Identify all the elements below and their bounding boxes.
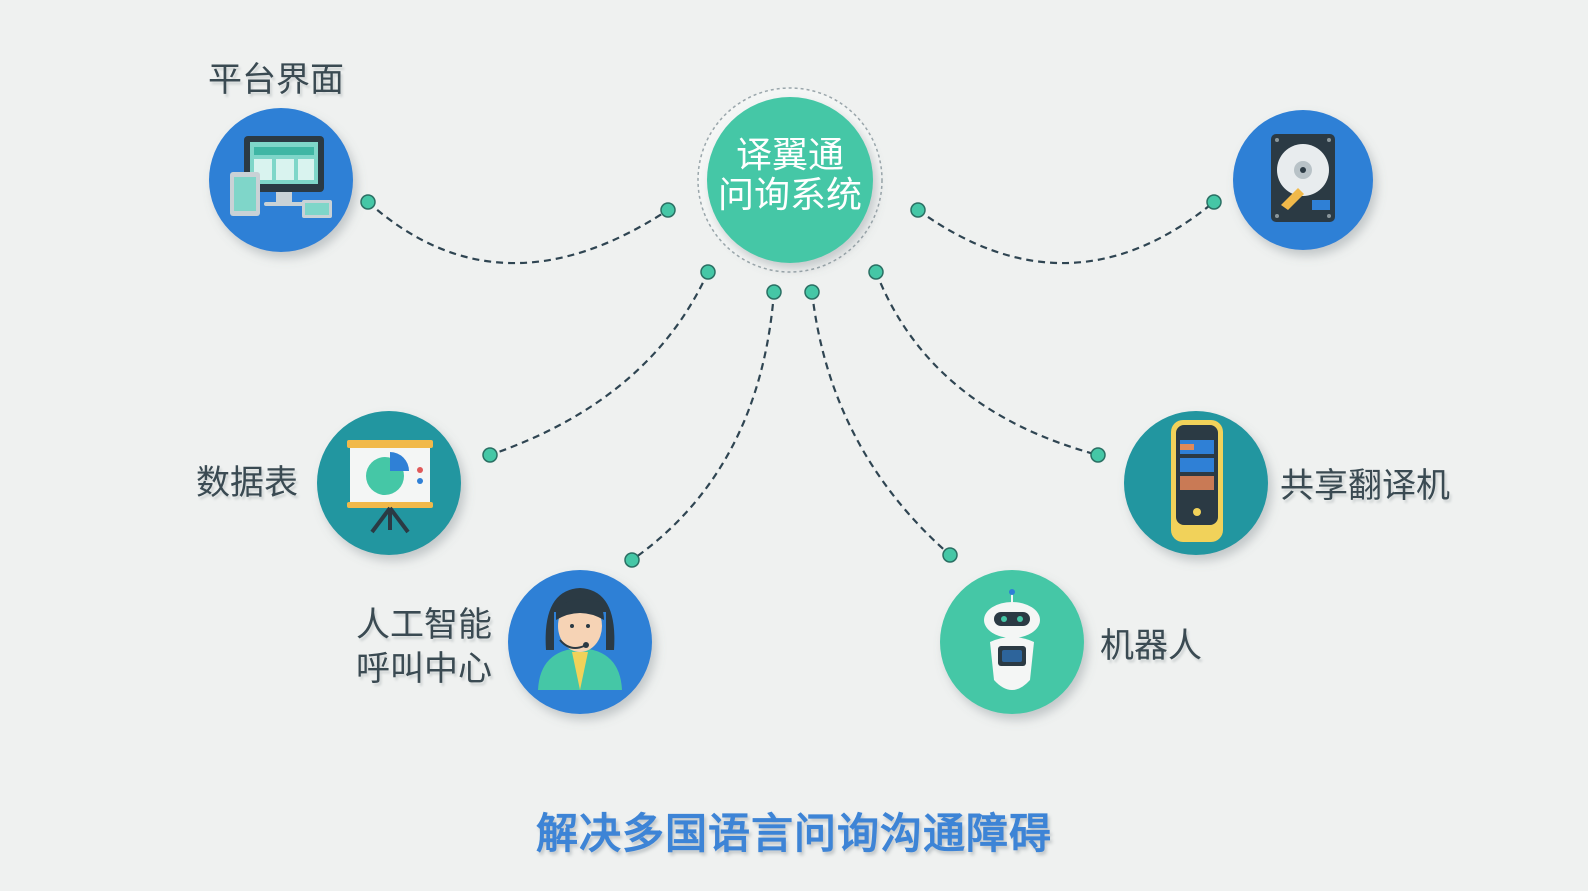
dot xyxy=(482,447,498,463)
dot xyxy=(766,284,782,300)
dot xyxy=(868,264,884,280)
robot-node xyxy=(940,570,1084,714)
connector-datasheet xyxy=(489,271,710,457)
dot xyxy=(360,194,376,210)
platform-node xyxy=(209,108,353,252)
connector-callcenter xyxy=(631,291,776,561)
connector-dots xyxy=(360,194,1222,568)
banner-slogan: 解决多国语言问询沟通障碍 xyxy=(535,809,1052,858)
presentation-chart-icon xyxy=(347,440,433,534)
connector-translator xyxy=(874,271,1099,457)
robot-label: 机器人 xyxy=(1100,626,1202,666)
callcenter-label-line2: 呼叫中心 xyxy=(356,649,492,689)
headset-agent-icon xyxy=(538,588,622,690)
dot xyxy=(624,552,640,568)
hub-title-line2: 问询系统 xyxy=(717,175,862,216)
translator-device-icon xyxy=(1171,420,1223,542)
dot xyxy=(910,202,926,218)
monitor-devices-icon xyxy=(230,136,332,218)
platform-label: 平台界面 xyxy=(208,60,344,100)
dot xyxy=(942,547,958,563)
callcenter-node xyxy=(508,570,652,714)
translator-node xyxy=(1124,411,1268,555)
hard-drive-icon xyxy=(1271,134,1335,222)
dot xyxy=(660,202,676,218)
connector-storage xyxy=(917,201,1215,265)
dot xyxy=(1090,447,1106,463)
hub-node xyxy=(697,87,883,273)
translator-label: 共享翻译机 xyxy=(1280,466,1450,506)
hub-title: 译翼通 问询系统 xyxy=(700,136,880,216)
storage-node xyxy=(1233,110,1373,250)
dot xyxy=(700,264,716,280)
dot xyxy=(1206,194,1222,210)
callcenter-label: 人工智能 呼叫中心 xyxy=(356,603,492,691)
datasheet-label: 数据表 xyxy=(196,463,298,503)
callcenter-label-line1: 人工智能 xyxy=(356,605,492,645)
connectors xyxy=(367,201,1215,561)
connector-platform xyxy=(367,201,669,265)
datasheet-node xyxy=(317,411,461,555)
dot xyxy=(804,284,820,300)
robot-icon xyxy=(984,589,1040,690)
hub-title-line1: 译翼通 xyxy=(735,135,844,176)
connector-robot xyxy=(810,291,951,556)
